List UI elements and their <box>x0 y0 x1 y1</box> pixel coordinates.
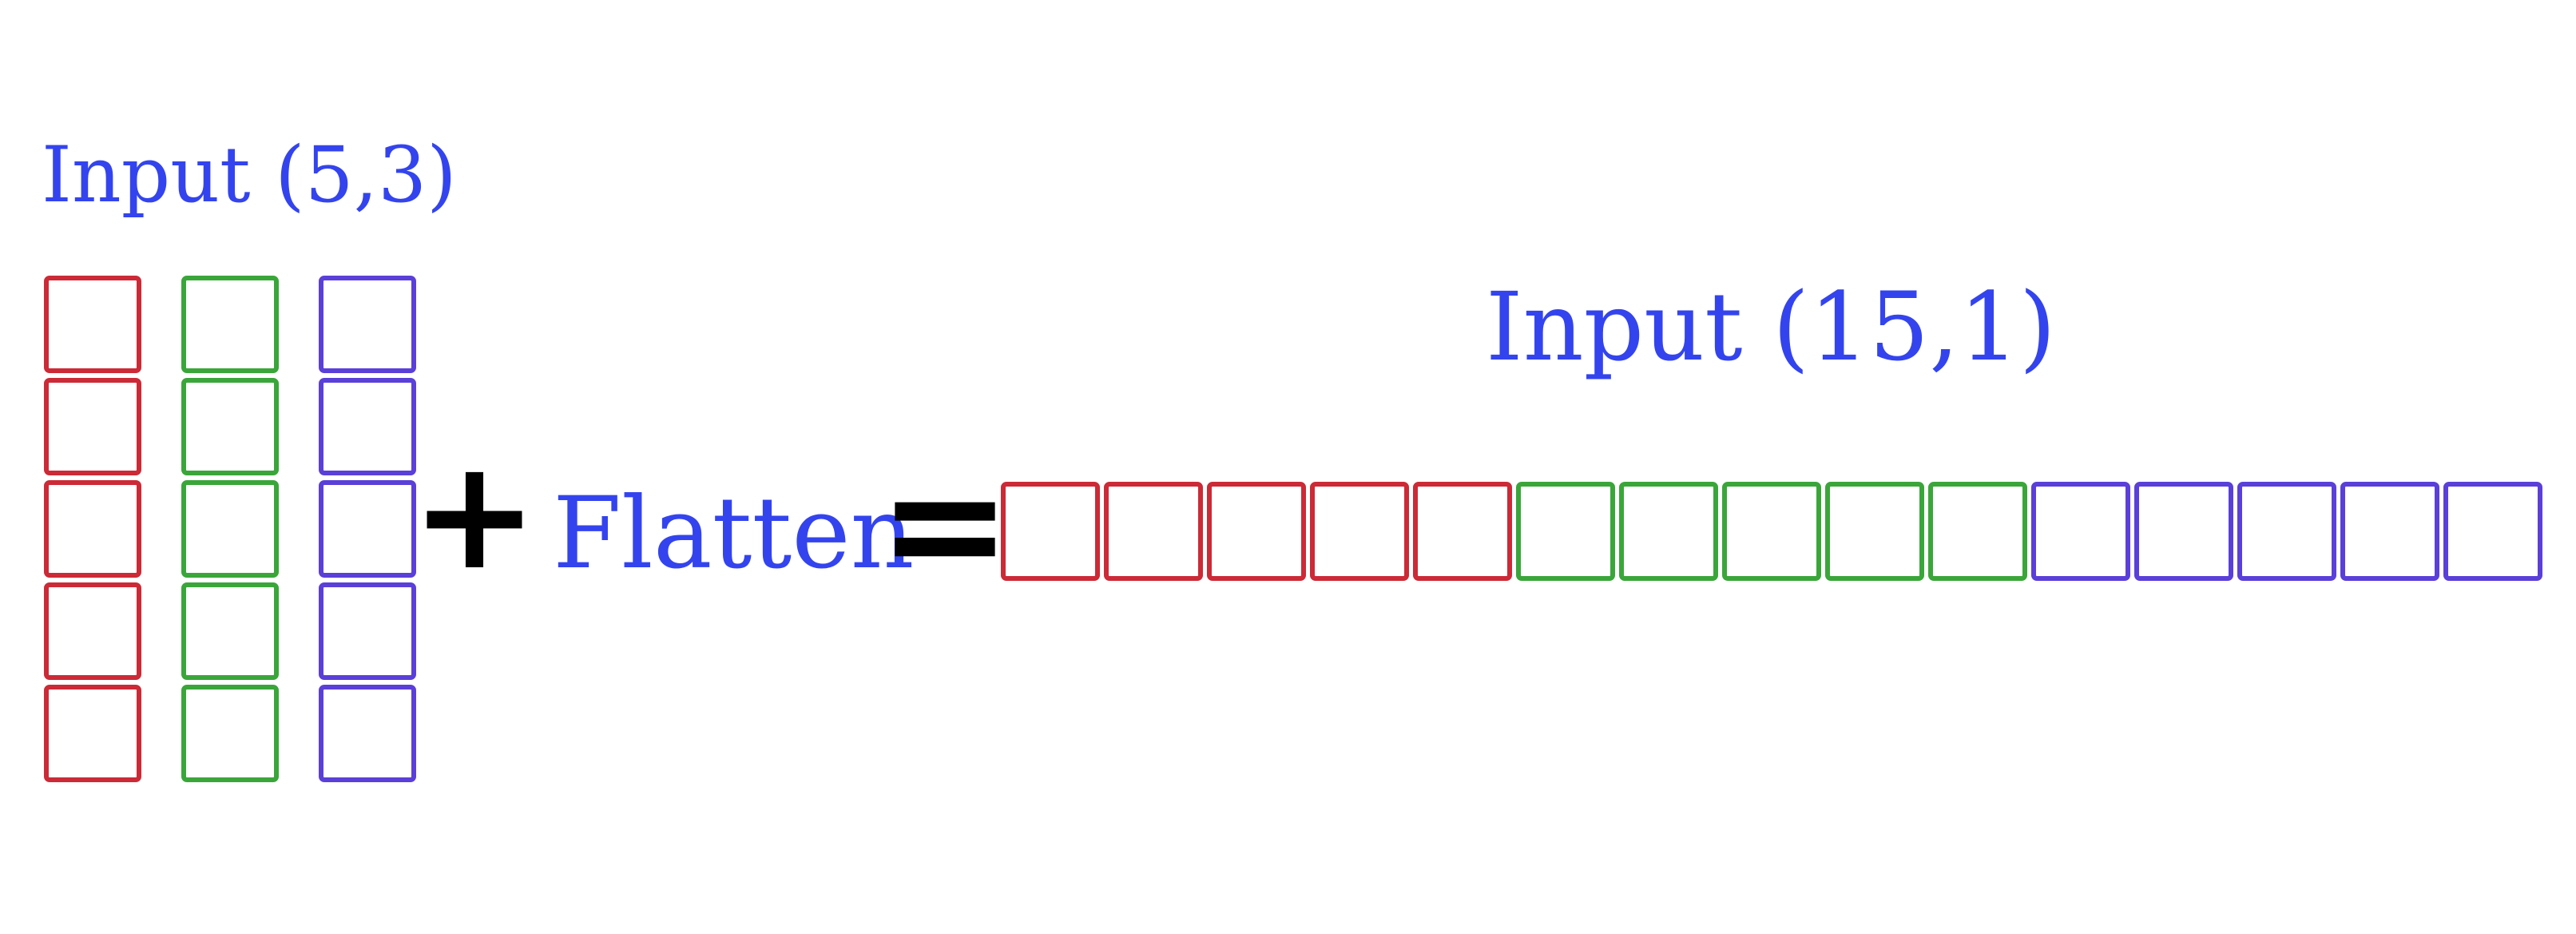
output-cell <box>1001 482 1100 581</box>
output-cell <box>1104 482 1203 581</box>
output-cell <box>2031 482 2130 581</box>
equals-symbol: = <box>878 431 1012 618</box>
input-cell <box>181 582 279 680</box>
output-cell <box>2237 482 2336 581</box>
plus-symbol: + <box>411 427 538 603</box>
output-cell <box>2443 482 2542 581</box>
input-cell <box>319 276 416 373</box>
input-cell <box>181 276 279 373</box>
input-shape-label: Input (5,3) <box>42 130 457 220</box>
output-cell <box>1516 482 1615 581</box>
output-shape-label: Input (15,1) <box>1486 272 2056 382</box>
output-cell <box>1825 482 1924 581</box>
input-cell <box>44 582 141 680</box>
output-cell <box>1928 482 2027 581</box>
input-cell <box>44 276 141 373</box>
input-cell <box>181 378 279 475</box>
output-cell <box>1310 482 1409 581</box>
output-cell <box>2134 482 2233 581</box>
input-cell <box>319 480 416 578</box>
output-cell <box>2340 482 2439 581</box>
input-cell <box>44 480 141 578</box>
output-cell <box>1207 482 1306 581</box>
input-cell <box>319 685 416 782</box>
input-cell <box>319 582 416 680</box>
flatten-operation-label: Flatten <box>553 476 915 591</box>
input-cell <box>44 685 141 782</box>
input-matrix-grid <box>44 276 416 782</box>
output-cell <box>1722 482 1821 581</box>
input-cell <box>44 378 141 475</box>
output-vector-row <box>1001 482 2542 581</box>
input-cell <box>181 480 279 578</box>
input-cell <box>319 378 416 475</box>
output-cell <box>1413 482 1512 581</box>
output-cell <box>1619 482 1718 581</box>
input-cell <box>181 685 279 782</box>
